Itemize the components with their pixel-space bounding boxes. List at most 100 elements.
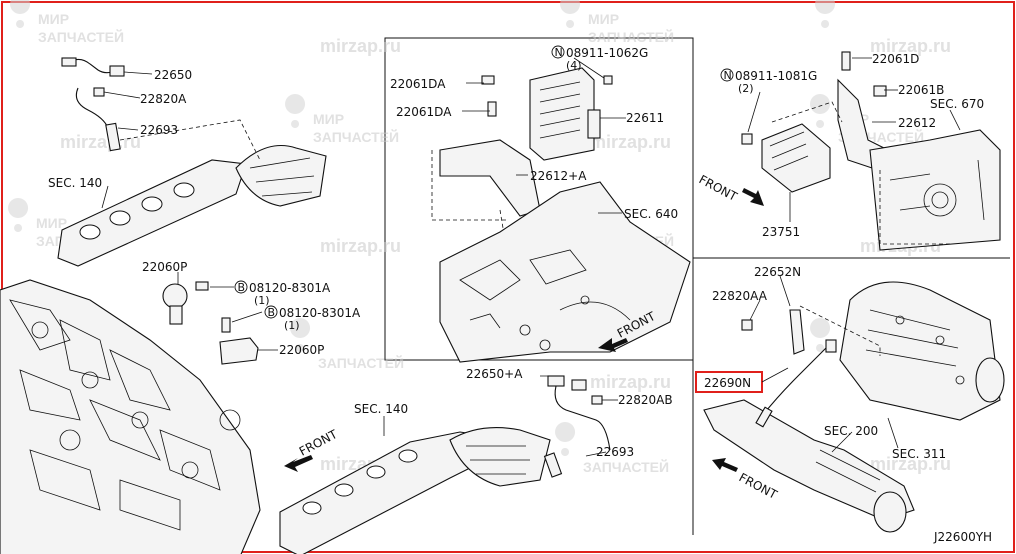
watermark-url: mirzap.ru	[870, 454, 951, 474]
dashed-leader	[431, 150, 508, 221]
sensor-connector	[547, 375, 565, 387]
knock-sensor-22060p	[219, 337, 259, 365]
part-label-08120-8301a[interactable]: 08120-8301A	[249, 281, 331, 295]
svg-text:B: B	[238, 281, 246, 294]
part-label-22650[interactable]: 22650	[154, 68, 192, 82]
part-label-08911-1062g[interactable]: 08911-1062G	[566, 46, 648, 60]
watermark-pin-icon	[290, 318, 311, 352]
bolt-22820ab	[591, 395, 603, 405]
catalytic-converter-right	[449, 427, 551, 487]
watermark-text: ЗАПЧАСТЕЙ	[318, 354, 404, 371]
oxygen-sensor-body	[105, 122, 121, 152]
watermark-text: ЗАПЧАСТЕЙ	[313, 128, 399, 145]
bolt-22061d	[841, 51, 851, 71]
exhaust-pipe-sec-200	[703, 399, 915, 521]
front-direction-label: FRONT	[737, 470, 780, 502]
engine-block	[0, 272, 278, 554]
part-label-22061b[interactable]: 22061B	[898, 83, 944, 97]
part-label-22060p[interactable]: 22060P	[142, 260, 187, 274]
nut	[741, 133, 753, 145]
section-ref-sec-200[interactable]: SEC. 200	[824, 424, 878, 438]
section-ref-sec-640[interactable]: SEC. 640	[624, 207, 678, 221]
quantity-label: (1)	[284, 319, 300, 332]
part-label-22690n[interactable]: 22690N	[704, 376, 751, 390]
sensor-wire-22690n	[761, 345, 829, 417]
part-label-22060p[interactable]: 22060P	[279, 343, 324, 357]
watermark-text: МИР	[38, 11, 69, 27]
watermark-pin-icon	[810, 318, 831, 352]
section-ref-sec-140[interactable]: SEC. 140	[48, 176, 102, 190]
n-circle-icon: N	[720, 68, 734, 82]
part-label-23751[interactable]: 23751	[762, 225, 800, 239]
part-label-22061da[interactable]: 22061DA	[390, 77, 446, 91]
n-circle-icon: N	[551, 45, 565, 59]
leader-22690n	[761, 367, 789, 383]
watermark-pin-icon	[10, 0, 31, 28]
front-arrow-icon	[284, 455, 313, 472]
part-label-22612-a[interactable]: 22612+A	[530, 169, 587, 183]
engine-block-outline	[0, 279, 261, 554]
watermark-pin-icon	[555, 422, 576, 456]
sensor-clip-22650	[109, 65, 125, 77]
section-ref-sec-140[interactable]: SEC. 140	[354, 402, 408, 416]
bolt-22061da	[487, 101, 497, 117]
part-label-08911-1081g[interactable]: 08911-1081G	[735, 69, 817, 83]
dashed-leader	[771, 101, 843, 123]
front-arrow-icon	[598, 338, 628, 352]
transmission-sec-311	[839, 281, 1001, 421]
part-label-22820aa[interactable]: 22820AA	[712, 289, 768, 303]
dashed-leader	[119, 119, 261, 161]
watermark-pin-icon	[8, 198, 29, 232]
watermark-text: МИР	[313, 111, 344, 127]
watermark-text: ЗАПЧАСТЕЙ	[583, 458, 669, 475]
exhaust-outlet	[873, 491, 907, 533]
exhaust-manifold	[57, 159, 247, 267]
knock-sensor-stem	[169, 305, 183, 325]
air-fuel-sensor-22690n	[755, 406, 773, 428]
b-circle-icon: B	[264, 305, 278, 319]
body-panel-sec-640	[439, 181, 691, 363]
part-label-22693[interactable]: 22693	[596, 445, 634, 459]
part-label-22820a[interactable]: 22820A	[140, 92, 187, 106]
right-exhaust-manifold-group	[279, 375, 618, 554]
part-label-08120-8301a[interactable]: 08120-8301A	[279, 306, 361, 320]
body-panel-sec-670	[869, 129, 1001, 251]
bracket-22652n	[789, 309, 805, 355]
part-label-22820ab[interactable]: 22820AB	[618, 393, 673, 407]
part-label-22652n[interactable]: 22652N	[754, 265, 801, 279]
watermark-text: ЗАПЧАСТЕЙ	[38, 28, 124, 45]
nut	[603, 75, 613, 85]
drawing-code: J22600YH	[933, 530, 992, 544]
watermark-url: mirzap.ru	[320, 36, 401, 56]
part-label-22061d[interactable]: 22061D	[872, 52, 919, 66]
watermark-pin-icon	[285, 94, 306, 128]
knock-sensor	[162, 283, 188, 309]
watermark-text: МИР	[588, 11, 619, 27]
svg-text:B: B	[268, 306, 276, 319]
watermark-pin-icon	[815, 0, 836, 28]
part-label-22650-a[interactable]: 22650+A	[466, 367, 523, 381]
front-arrow-icon	[712, 458, 738, 472]
bolt-22061b	[873, 85, 887, 97]
sensor-wire	[554, 385, 611, 451]
part-label-22611[interactable]: 22611	[626, 111, 664, 125]
front-direction-label: FRONT	[697, 172, 740, 204]
section-ref-sec-670[interactable]: SEC. 670	[930, 97, 984, 111]
oxygen-sensor-body	[543, 452, 563, 478]
catalytic-converter	[235, 144, 327, 207]
svg-text:N: N	[555, 46, 563, 59]
transmission-output	[975, 357, 1005, 403]
module-23751	[761, 123, 831, 193]
part-label-22061da[interactable]: 22061DA	[396, 105, 452, 119]
section-ref-sec-311[interactable]: SEC. 311	[892, 447, 946, 461]
quantity-label: (1)	[254, 294, 270, 307]
part-label-22612[interactable]: 22612	[898, 116, 936, 130]
part-label-22693[interactable]: 22693	[140, 123, 178, 137]
transmission-exhaust-group	[703, 275, 1005, 533]
bolt	[221, 317, 231, 333]
ecm-bracket	[439, 139, 541, 217]
dashed-leader	[879, 170, 950, 245]
